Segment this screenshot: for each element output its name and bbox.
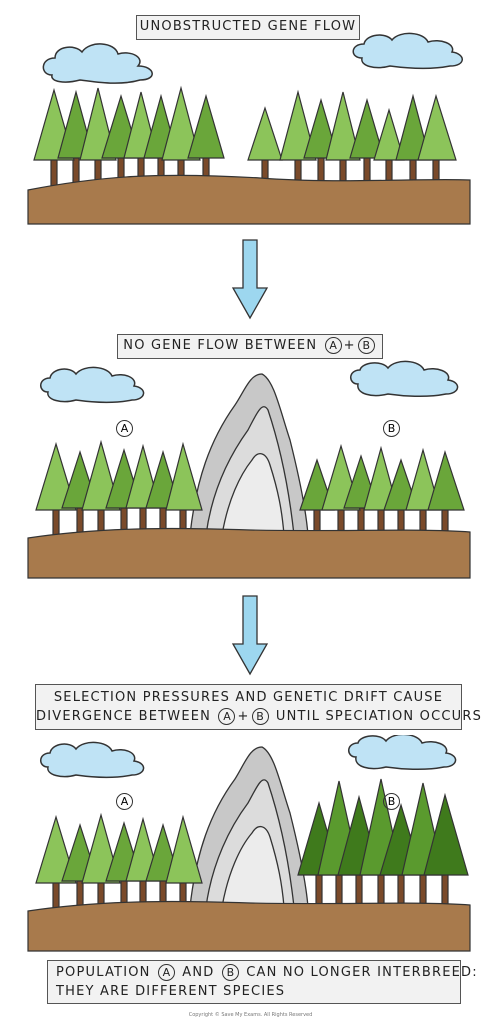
ground-1 [27, 174, 471, 225]
population-a-badge: A [324, 337, 342, 354]
cloud-right [350, 360, 459, 398]
population-b-label: B [383, 793, 400, 810]
population-a-label: A [116, 793, 133, 810]
population-b-badge: B [221, 964, 239, 981]
population-a-badge: A [218, 708, 236, 725]
plus-sign: + [343, 338, 356, 353]
cloud-left [40, 741, 145, 779]
caption-line-1-pre: POPULATION [56, 965, 151, 980]
forest-scene-1 [27, 32, 471, 225]
cloud-right [352, 32, 463, 70]
caption-no-gene-flow: NO GENE FLOW BETWEEN A+B [117, 334, 383, 359]
plus-sign: + [237, 709, 250, 724]
caption-line-1-mid: AND [182, 965, 215, 980]
population-b-badge: B [251, 708, 269, 725]
population-b-badge: B [357, 337, 375, 354]
caption-unobstructed-gene-flow: UNOBSTRUCTED GENE FLOW [136, 15, 360, 40]
caption-text: UNOBSTRUCTED GENE FLOW [139, 19, 357, 34]
population-b-label: B [383, 420, 400, 437]
population-a-badge: A [157, 964, 175, 981]
cloud-right [348, 735, 457, 771]
mountain [189, 373, 309, 536]
trees-row [35, 439, 465, 539]
caption-line-1: SELECTION PRESSURES AND GENETIC DRIFT CA… [53, 690, 444, 705]
ground-2 [27, 527, 471, 579]
forest-scene-3 [27, 735, 471, 952]
caption-different-species: POPULATION A AND B CAN NO LONGER INTERBR… [47, 960, 477, 1004]
ground-3 [27, 900, 471, 952]
caption-speciation-process: SELECTION PRESSURES AND GENETIC DRIFT CA… [35, 684, 481, 730]
forest-scene-2 [27, 360, 471, 579]
mountain [189, 746, 309, 908]
trees-row [33, 85, 457, 189]
caption-line-2-pre: DIVERGENCE BETWEEN [36, 709, 212, 724]
down-arrow-1 [231, 239, 269, 320]
cloud-left [40, 366, 145, 404]
caption-line-1-post: CAN NO LONGER INTERBREED: [246, 965, 478, 980]
copyright-notice: Copyright © Save My Exams. All Rights Re… [188, 1012, 313, 1018]
population-a-label: A [116, 420, 133, 437]
caption-text: NO GENE FLOW BETWEEN [123, 338, 318, 353]
cloud-left [42, 43, 153, 84]
caption-line-2-post: UNTIL SPECIATION OCCURS [275, 709, 483, 724]
caption-line-2: THEY ARE DIFFERENT SPECIES [56, 984, 286, 999]
down-arrow-2 [231, 595, 269, 676]
